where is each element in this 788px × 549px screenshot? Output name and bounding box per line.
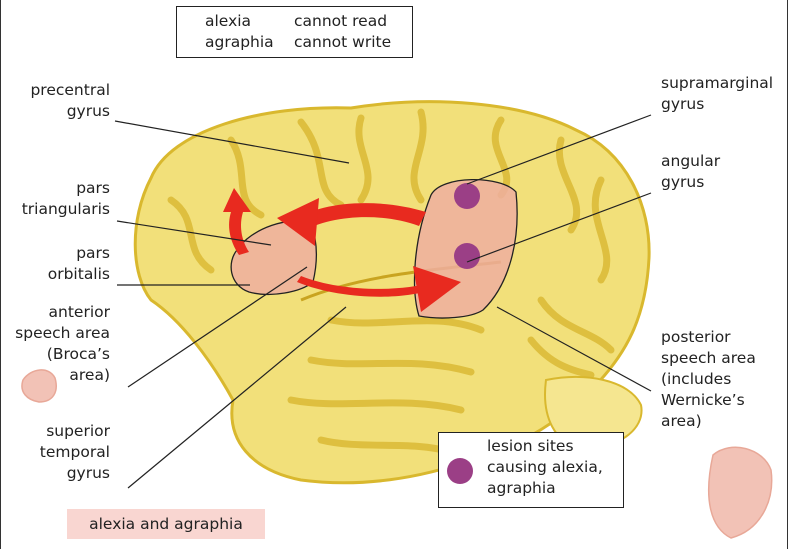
lesion-site-supramarginal (454, 183, 480, 209)
term-alexia: alexia (205, 11, 251, 31)
figure-caption: alexia and agraphia (67, 509, 265, 539)
definition-alexia: cannot read (294, 11, 387, 31)
term-agraphia: agraphia (205, 32, 274, 52)
lesion-site-angular (454, 243, 480, 269)
inset-brain-right (709, 447, 772, 538)
legend-lesion-dot (447, 458, 473, 484)
definition-agraphia: cannot write (294, 32, 391, 52)
term-definition-box: alexia cannot read agraphia cannot write (176, 6, 413, 58)
